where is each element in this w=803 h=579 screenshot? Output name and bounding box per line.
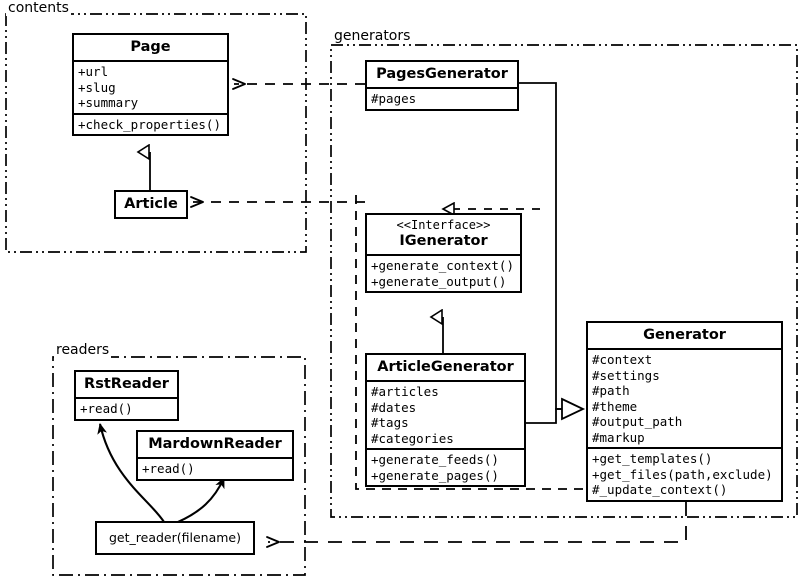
attribute-item: #categories xyxy=(371,430,454,446)
attribute-item: #path xyxy=(592,383,630,398)
operation-item: +get_templates() xyxy=(592,451,713,466)
package-border-generators xyxy=(330,44,798,518)
package-label-readers: readers xyxy=(54,342,112,358)
attribute-item: +summary xyxy=(78,95,139,110)
class-name-article: Article xyxy=(124,196,178,212)
attribute-item: +slug xyxy=(78,79,116,95)
attribute-item: #settings xyxy=(592,367,660,383)
package-label-generators: generators xyxy=(332,28,413,44)
class-separator xyxy=(74,112,227,115)
class-separator xyxy=(367,254,520,256)
attribute-item: #theme xyxy=(592,398,638,414)
class-name-rst-reader: RstReader xyxy=(84,376,169,392)
class-name-mardown-reader: MardownReader xyxy=(148,436,282,452)
operation-item: +read() xyxy=(80,401,133,416)
attribute-item: +url xyxy=(78,64,109,79)
operation-item: +read() xyxy=(142,461,195,476)
operations-compartment-igenerator: +generate_context() +generate_output() xyxy=(367,256,520,291)
class-separator xyxy=(367,380,524,382)
operation-item: +generate_feeds() xyxy=(371,452,499,467)
operation-item: +generate_pages() xyxy=(371,467,499,483)
relation-generator-depends-get_reader xyxy=(266,502,687,548)
relation-get_reader-creates-mardownreader xyxy=(177,477,225,523)
attributes-compartment-page: +url +slug +summary xyxy=(74,62,227,113)
package-label-contents: contents xyxy=(6,0,71,16)
operation-item: +generate_output() xyxy=(371,273,507,289)
class-name-igenerator: IGenerator xyxy=(399,233,488,249)
attribute-item: #pages xyxy=(371,91,417,106)
generalization-arrowhead-generator xyxy=(561,397,586,421)
class-box-igenerator[interactable]: <<Interface>> IGenerator +generate_conte… xyxy=(365,213,522,293)
operation-item: #_update_context() xyxy=(592,482,728,497)
operation-item: +get_files(path,exclude) xyxy=(592,466,773,482)
operation-item: +generate_context() xyxy=(371,258,514,273)
attributes-compartment-generator: #context #settings #path #theme #output_… xyxy=(588,350,781,447)
class-name-article-generator: ArticleGenerator xyxy=(377,359,514,375)
class-box-generator[interactable]: Generator #context #settings #path #them… xyxy=(586,321,783,502)
class-name-pages-generator: PagesGenerator xyxy=(376,66,508,82)
attribute-item: #dates xyxy=(371,399,417,415)
class-separator xyxy=(74,60,227,62)
attribute-item: #tags xyxy=(371,415,409,430)
function-box-get-reader[interactable]: get_reader(filename) xyxy=(95,521,255,555)
class-separator xyxy=(367,448,524,450)
attribute-item: #markup xyxy=(592,429,645,445)
package-border-contents xyxy=(5,13,307,253)
operations-compartment-mardown-reader: +read() xyxy=(138,459,292,479)
class-box-rst-reader[interactable]: RstReader +read() xyxy=(74,370,179,421)
class-name-generator: Generator xyxy=(643,327,726,343)
operations-compartment-article-generator: +generate_feeds() +generate_pages() xyxy=(367,450,524,485)
operation-item: +check_properties() xyxy=(78,116,221,132)
attribute-item: #context xyxy=(592,352,653,367)
class-box-article-generator[interactable]: ArticleGenerator #articles #dates #tags … xyxy=(365,353,526,487)
class-name-page: Page xyxy=(130,39,171,55)
class-stereotype-igenerator: <<Interface>> xyxy=(396,218,491,232)
class-box-mardown-reader[interactable]: MardownReader +read() xyxy=(136,430,294,481)
class-separator xyxy=(138,457,292,459)
operations-compartment-rst-reader: +read() xyxy=(76,399,177,419)
class-separator xyxy=(588,348,781,350)
attribute-item: #output_path xyxy=(592,414,683,429)
attribute-item: #articles xyxy=(371,384,439,399)
class-separator xyxy=(76,397,177,399)
operations-compartment-generator: +get_templates() +get_files(path,exclude… xyxy=(588,449,781,500)
class-separator xyxy=(588,447,781,449)
relation-pagesgenerator-inherits-generator xyxy=(519,82,578,410)
class-box-article[interactable]: Article xyxy=(114,190,188,219)
class-box-pages-generator[interactable]: PagesGenerator #pages xyxy=(365,60,519,111)
relation-get_reader-creates-rstreader xyxy=(97,423,165,523)
function-name-get-reader: get_reader(filename) xyxy=(109,530,241,545)
operations-compartment-page: +check_properties() xyxy=(74,115,227,135)
class-box-page[interactable]: Page +url +slug +summary +check_properti… xyxy=(72,33,229,136)
class-separator xyxy=(367,87,517,89)
attributes-compartment-pages-generator: #pages xyxy=(367,89,517,109)
attributes-compartment-article-generator: #articles #dates #tags #categories xyxy=(367,382,524,448)
